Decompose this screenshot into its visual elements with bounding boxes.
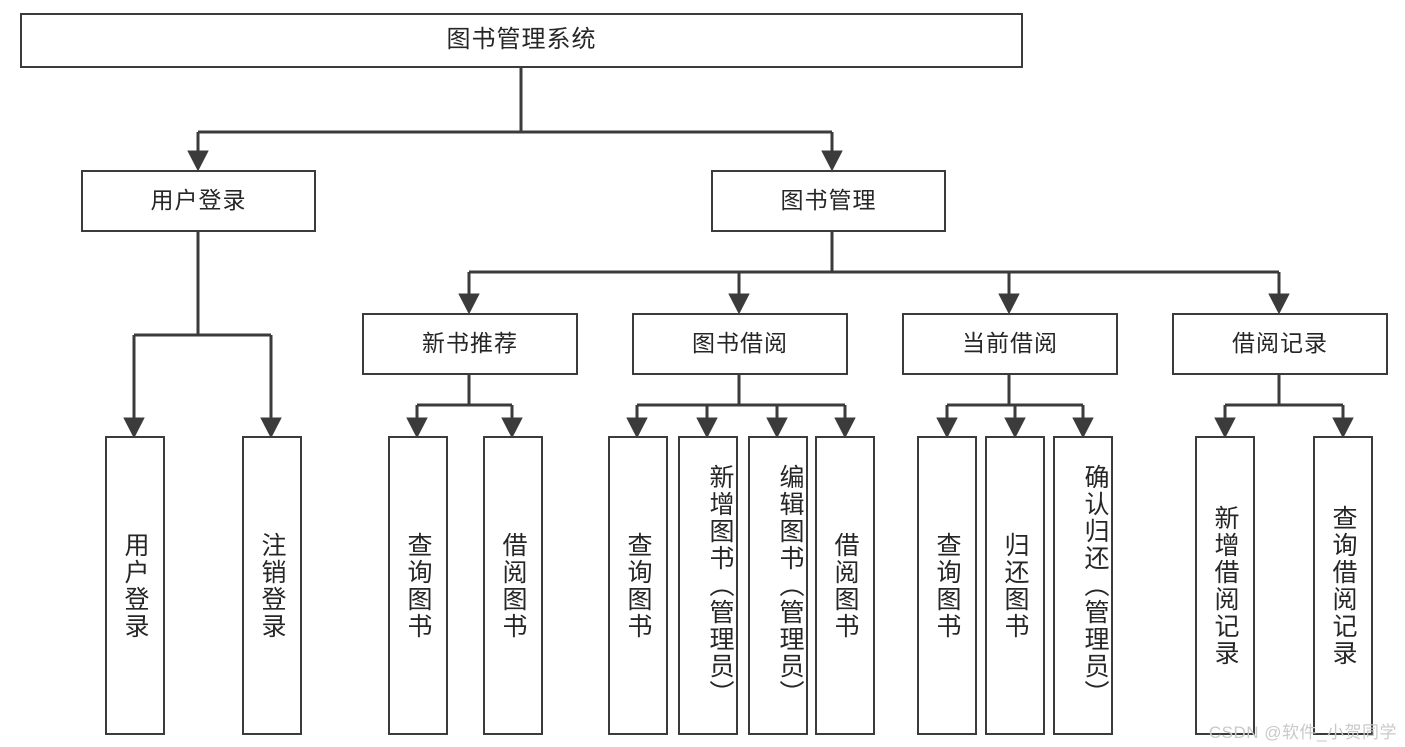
node-borrow-record[interactable]: 借阅记录 [1172, 313, 1388, 375]
node-label: 编辑图书（管理员） [776, 464, 804, 707]
node-new-book-recommend[interactable]: 新书推荐 [362, 313, 578, 375]
node-label: 注销登录 [258, 531, 286, 640]
node-label: 查询图书 [624, 531, 652, 640]
node-leaf-query-borrow-record[interactable]: 查询借阅记录 [1313, 436, 1373, 735]
node-label: 图书管理 [780, 187, 877, 214]
node-leaf-user-login[interactable]: 用户登录 [105, 436, 165, 735]
node-leaf-add-borrow-record[interactable]: 新增借阅记录 [1195, 436, 1255, 735]
node-root-book-management-system[interactable]: 图书管理系统 [20, 13, 1023, 68]
node-label: 当前借阅 [962, 330, 1058, 357]
node-leaf-query-book-current[interactable]: 查询图书 [917, 436, 977, 735]
node-label: 确认归还（管理员） [1081, 464, 1109, 707]
node-label: 借阅记录 [1232, 330, 1328, 357]
node-label: 借阅图书 [831, 531, 859, 640]
node-book-borrow[interactable]: 图书借阅 [632, 313, 848, 375]
node-label: 用户登录 [121, 531, 149, 640]
node-label: 查询图书 [404, 531, 432, 640]
node-current-borrow[interactable]: 当前借阅 [902, 313, 1118, 375]
node-user-login[interactable]: 用户登录 [81, 170, 316, 232]
node-label: 查询图书 [933, 531, 961, 640]
node-book-management[interactable]: 图书管理 [711, 170, 946, 232]
node-leaf-query-book-borrow[interactable]: 查询图书 [608, 436, 668, 735]
node-leaf-query-book-recommend[interactable]: 查询图书 [388, 436, 448, 735]
node-label: 用户登录 [150, 187, 247, 214]
node-label: 图书借阅 [692, 330, 788, 357]
node-label: 查询借阅记录 [1329, 504, 1357, 667]
node-label: 新增图书（管理员） [706, 464, 734, 707]
node-leaf-borrow-book[interactable]: 借阅图书 [815, 436, 875, 735]
node-leaf-confirm-return-admin[interactable]: 确认归还（管理员） [1053, 436, 1113, 735]
node-label: 新增借阅记录 [1211, 504, 1239, 667]
node-label: 图书管理系统 [446, 26, 597, 54]
node-leaf-return-book[interactable]: 归还图书 [985, 436, 1045, 735]
node-label: 新书推荐 [422, 330, 518, 357]
node-label: 借阅图书 [499, 531, 527, 640]
node-leaf-logout-login[interactable]: 注销登录 [242, 436, 302, 735]
node-leaf-add-book-admin[interactable]: 新增图书（管理员） [678, 436, 738, 735]
node-label: 归还图书 [1001, 531, 1029, 640]
node-leaf-borrow-book-recommend[interactable]: 借阅图书 [483, 436, 543, 735]
node-leaf-edit-book-admin[interactable]: 编辑图书（管理员） [748, 436, 808, 735]
